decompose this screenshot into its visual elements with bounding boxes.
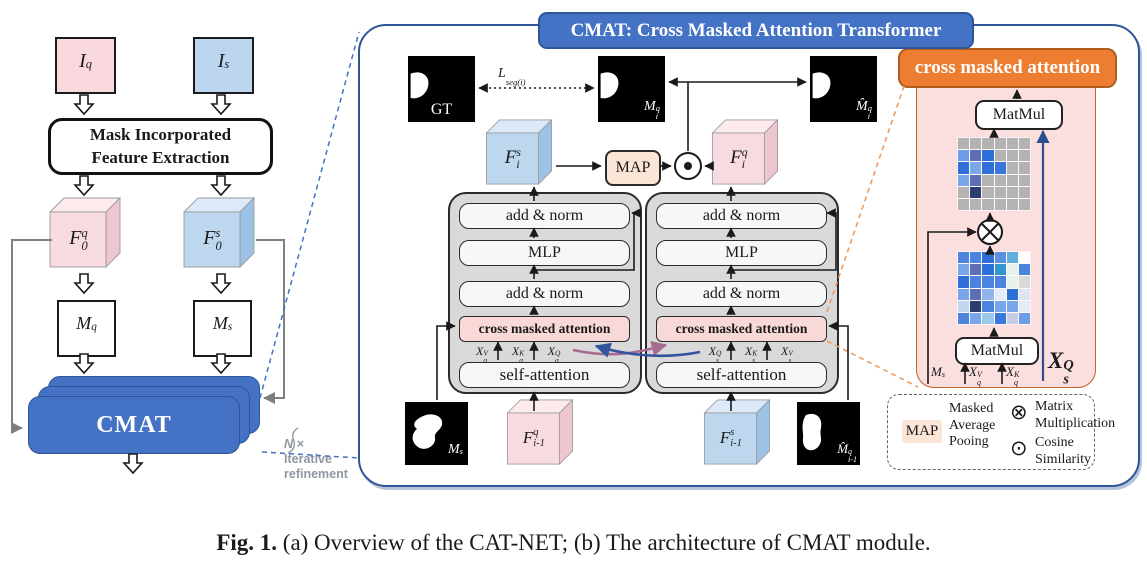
mlp-box: MLP: [656, 240, 827, 266]
cube-shape: [703, 399, 771, 465]
cmat-label: CMAT: [96, 411, 172, 438]
zoom-indicator-lines: [259, 31, 360, 459]
masked-attention-grid: [956, 136, 1032, 212]
legend-map-text: Masked Average Pooing: [949, 401, 996, 450]
add-norm-mid: add & norm: [656, 281, 827, 307]
cube-shape: [183, 197, 255, 268]
cosine-similarity-icon: ⊙: [1010, 436, 1028, 460]
ground-truth-label: GT: [430, 101, 453, 118]
cross-masked-attention-box: cross masked attention: [656, 316, 827, 342]
attention-map-grid: [956, 250, 1032, 326]
iterative-refinement-note: N × Iterative refinement: [284, 437, 364, 481]
add-norm-top: add & norm: [656, 203, 827, 229]
cross-attention-header: cross masked attention: [898, 48, 1117, 88]
query-transformer-block: add & norm MLP add & norm cross masked a…: [448, 192, 642, 394]
cube-shape: [49, 197, 121, 268]
matmul-top-box: MatMul: [975, 100, 1063, 130]
self-attention-box: self-attention: [459, 362, 630, 388]
legend-map-chip: MAP: [902, 420, 942, 443]
cmat-panel-title: CMAT: Cross Masked Attention Transformer: [538, 12, 974, 49]
refinement-word-1: Iterative: [284, 451, 332, 466]
legend-cosine-text: Cosine Similarity: [1035, 435, 1091, 467]
cross-masked-attention-box: cross masked attention: [459, 316, 630, 342]
matmul-bottom-box: MatMul: [955, 337, 1039, 365]
legend-matmul-text: Matrix Multiplication: [1035, 399, 1116, 431]
cube-shape: [485, 119, 553, 185]
cross-attention-header-text: cross masked attention: [914, 57, 1101, 78]
self-attention-box: self-attention: [656, 362, 827, 388]
cube-shape: [711, 119, 779, 185]
cube-shape: [506, 399, 574, 465]
map-label: MAP: [615, 159, 651, 176]
caption-prefix: Fig. 1.: [216, 530, 278, 555]
figure-caption: Fig. 1. (a) Overview of the CAT-NET; (b)…: [0, 530, 1147, 556]
mask-blob: [802, 413, 822, 451]
mask-blob: [412, 414, 443, 449]
add-norm-top: add & norm: [459, 203, 630, 229]
cmat-panel-title-text: CMAT: Cross Masked Attention Transformer: [570, 19, 942, 41]
support-transformer-block: add & norm MLP add & norm cross masked a…: [645, 192, 839, 394]
feature-extraction-box: Mask Incorporated Feature Extraction: [48, 118, 273, 175]
caption-text: (a) Overview of the CAT-NET; (b) The arc…: [277, 530, 931, 555]
iterations-count: N ×: [284, 437, 304, 451]
add-norm-mid: add & norm: [459, 281, 630, 307]
refinement-word-2: refinement: [284, 466, 348, 481]
ground-truth-mask: GT: [408, 56, 475, 122]
matrix-multiplication-icon: ⊗: [1010, 400, 1028, 424]
mask-blob: [410, 72, 429, 99]
feature-extraction-label: Mask Incorporated Feature Extraction: [89, 125, 232, 167]
mask-blob: [600, 72, 619, 99]
cmat-stack-front: CMAT: [28, 396, 240, 454]
masked-average-pooling-box: MAP: [605, 150, 661, 186]
mask-blob: [812, 72, 831, 99]
mlp-box: MLP: [459, 240, 630, 266]
